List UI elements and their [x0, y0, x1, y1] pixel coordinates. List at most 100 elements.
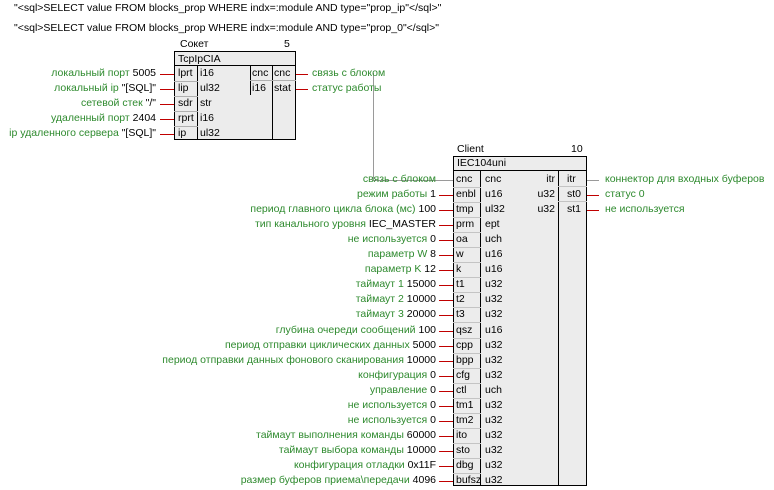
- socket-input-pin[interactable]: sdr: [178, 97, 193, 109]
- client-input-value[interactable]: 15000: [403, 278, 436, 290]
- client-input-pin[interactable]: ito: [456, 429, 468, 441]
- client-input-value[interactable]: IEC_MASTER: [365, 218, 436, 230]
- client-input-pin[interactable]: tm1: [456, 399, 474, 411]
- socket-input-wire: [160, 104, 174, 105]
- socket-input-wire: [160, 119, 174, 120]
- client-row-divider: [453, 338, 481, 339]
- client-input-wire: [439, 346, 453, 347]
- client-input-pin[interactable]: t3: [456, 308, 465, 320]
- client-output-pin[interactable]: st0: [567, 188, 582, 200]
- socket-input-type: ul32: [200, 127, 220, 139]
- client-row-divider: [453, 473, 481, 474]
- client-input-type: u32: [485, 474, 503, 486]
- client-input-wire: [439, 466, 453, 467]
- client-input-pin[interactable]: prm: [456, 218, 475, 230]
- client-input-wire: [439, 180, 453, 181]
- socket-input-pin[interactable]: ip: [178, 127, 187, 139]
- client-output-type: itr: [546, 173, 555, 185]
- client-input-wire: [439, 391, 453, 392]
- client-input-label-text: параметр W: [367, 248, 428, 260]
- client-output-type: u32: [537, 188, 555, 200]
- client-input-value[interactable]: 4096: [409, 474, 436, 486]
- client-input-label-text: таймаут выбора команды: [278, 444, 404, 456]
- client-input-pin[interactable]: w: [456, 248, 464, 260]
- client-input-label: конфигурация 0: [358, 369, 436, 382]
- client-output-pin[interactable]: itr: [567, 173, 576, 185]
- socket-output-pin[interactable]: cnc: [274, 67, 291, 79]
- client-input-value[interactable]: 0: [427, 384, 436, 396]
- client-input-pin[interactable]: tmp: [456, 203, 474, 215]
- client-output-label: статус 0: [605, 188, 645, 200]
- client-input-pin[interactable]: dbg: [456, 459, 474, 471]
- client-input-wire: [439, 436, 453, 437]
- client-input-value[interactable]: 1: [427, 188, 436, 200]
- client-input-value[interactable]: 10000: [403, 444, 436, 456]
- socket-input-value[interactable]: 2404: [129, 112, 156, 124]
- client-input-pin[interactable]: cpp: [456, 339, 473, 351]
- client-input-pin[interactable]: sto: [456, 444, 471, 456]
- sql-line-ip: "<sql>SELECT value FROM blocks_prop WHER…: [14, 2, 442, 14]
- socket-input-type: i16: [200, 112, 215, 124]
- client-input-value[interactable]: 0x11F: [404, 459, 436, 471]
- socket-row-divider: [174, 81, 198, 82]
- client-input-value[interactable]: 20000: [403, 308, 436, 320]
- socket-input-pin[interactable]: lprt: [178, 67, 193, 79]
- client-input-pin[interactable]: enbl: [456, 188, 476, 200]
- socket-input-value[interactable]: 5005: [129, 67, 156, 79]
- client-input-pin[interactable]: bufsz: [456, 474, 482, 486]
- socket-input-value[interactable]: "[SQL]": [118, 127, 156, 139]
- client-input-value[interactable]: 60000: [403, 429, 436, 441]
- client-input-value[interactable]: 10000: [403, 354, 436, 366]
- client-input-wire: [439, 255, 453, 256]
- socket-input-value[interactable]: "/": [142, 97, 156, 109]
- client-input-value[interactable]: 8: [427, 248, 436, 260]
- socket-input-value[interactable]: "[SQL]": [118, 82, 156, 94]
- client-input-type: cnc: [485, 173, 502, 185]
- client-input-pin[interactable]: k: [456, 263, 462, 275]
- client-input-value[interactable]: 5000: [409, 339, 436, 351]
- client-out-row-divider: [558, 186, 587, 187]
- socket-output-type: cnc: [252, 67, 269, 79]
- client-input-value[interactable]: 100: [415, 324, 436, 336]
- client-row-divider: [453, 217, 481, 218]
- client-input-pin[interactable]: cnc: [456, 173, 473, 185]
- socket-input-pin[interactable]: rprt: [178, 112, 194, 124]
- client-input-pin[interactable]: cfg: [456, 369, 471, 381]
- client-input-value[interactable]: 100: [415, 203, 436, 215]
- socket-input-label-text: локальный порт: [51, 67, 130, 79]
- client-block[interactable]: [453, 156, 587, 486]
- client-input-label: период главного цикла блока (мс) 100: [250, 203, 436, 216]
- client-input-pin[interactable]: t2: [456, 293, 465, 305]
- client-input-value[interactable]: 0: [427, 399, 436, 411]
- client-input-pin[interactable]: qsz: [456, 324, 473, 336]
- client-input-value[interactable]: 0: [427, 369, 436, 381]
- client-input-value[interactable]: 12: [421, 263, 436, 275]
- client-input-pin[interactable]: t1: [456, 278, 465, 290]
- client-input-pin[interactable]: ctl: [456, 384, 467, 396]
- socket-input-label-text: удаленный порт: [51, 112, 130, 124]
- client-input-pin[interactable]: bpp: [456, 354, 474, 366]
- client-input-wire: [439, 361, 453, 362]
- client-row-divider: [453, 413, 481, 414]
- socket-caption: Сокет: [180, 38, 209, 50]
- client-input-label-text: управление: [369, 384, 428, 396]
- socket-input-pin[interactable]: lip: [178, 82, 189, 94]
- client-input-label: таймаут 1 15000: [356, 278, 436, 291]
- client-input-type: u32: [485, 308, 503, 320]
- client-input-pin[interactable]: tm2: [456, 414, 474, 426]
- client-input-wire: [439, 315, 453, 316]
- client-input-value[interactable]: 0: [427, 414, 436, 426]
- client-input-wire: [439, 225, 453, 226]
- client-input-label-text: таймаут 1: [355, 278, 404, 290]
- client-input-value[interactable]: 0: [427, 233, 436, 245]
- client-input-value[interactable]: 10000: [403, 293, 436, 305]
- client-out-row-divider: [558, 201, 587, 202]
- client-input-label: таймаут 3 20000: [356, 308, 436, 321]
- socket-output-pin[interactable]: stat: [274, 82, 291, 94]
- client-input-type: ept: [485, 218, 500, 230]
- client-input-label-text: конфигурация отладки: [293, 459, 405, 471]
- client-input-pin[interactable]: oa: [456, 233, 468, 245]
- client-input-label: период отправки циклических данных 5000: [225, 339, 436, 352]
- client-output-pin[interactable]: st1: [567, 203, 582, 215]
